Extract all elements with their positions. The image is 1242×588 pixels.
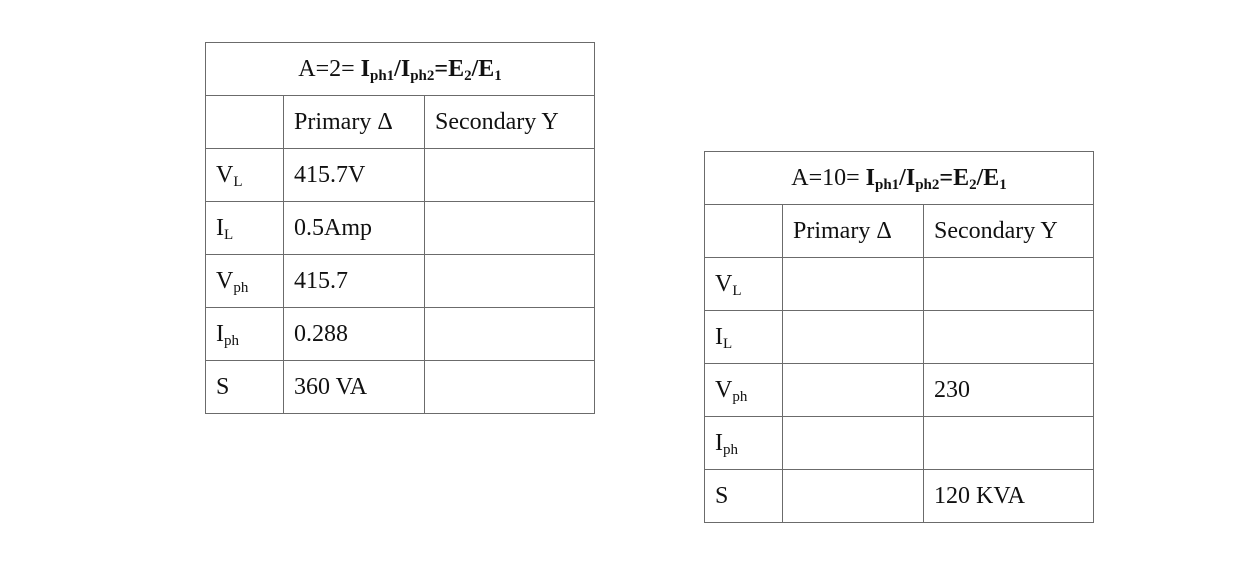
table-row: IL	[704, 310, 1095, 364]
table-header-row: Primary Δ Secondary Y	[704, 204, 1095, 258]
primary-cell: 415.7V	[283, 148, 425, 202]
header-cell-empty	[704, 204, 783, 258]
table-row: VL	[704, 257, 1095, 311]
primary-cell: 415.7	[283, 254, 425, 308]
table-header-row: Primary Δ Secondary Y	[205, 95, 596, 149]
title-formula: Iph1/Iph2=E2/E1	[360, 55, 502, 84]
transformer-table-a2: A=2= Iph1/Iph2=E2/E1 Primary Δ Secondary…	[204, 42, 596, 414]
quantity-cell: Iph	[205, 307, 284, 361]
secondary-cell	[922, 257, 1095, 311]
quantity-cell: VL	[205, 148, 284, 202]
secondary-cell	[423, 201, 596, 255]
primary-cell: 0.5Amp	[283, 201, 425, 255]
header-cell-secondary: Secondary Y	[423, 95, 596, 149]
table-row: Iph	[704, 416, 1095, 470]
primary-cell	[782, 310, 924, 364]
title-prefix: A=2=	[298, 55, 361, 82]
primary-cell	[782, 363, 924, 417]
table-row: Vph 415.7	[205, 254, 596, 308]
table-title: A=2= Iph1/Iph2=E2/E1	[204, 42, 596, 96]
primary-cell: 0.288	[283, 307, 425, 361]
primary-cell	[782, 469, 924, 523]
header-cell-primary: Primary Δ	[283, 95, 425, 149]
table-row: Vph 230	[704, 363, 1095, 417]
title-formula: Iph1/Iph2=E2/E1	[865, 164, 1007, 193]
quantity-cell: Vph	[205, 254, 284, 308]
secondary-cell	[922, 310, 1095, 364]
quantity-cell: IL	[205, 201, 284, 255]
header-cell-empty	[205, 95, 284, 149]
table-row: S 360 VA	[205, 360, 596, 414]
secondary-cell	[423, 148, 596, 202]
quantity-cell: S	[704, 469, 783, 523]
table-row: Iph 0.288	[205, 307, 596, 361]
table-row: VL 415.7V	[205, 148, 596, 202]
table-row: IL 0.5Amp	[205, 201, 596, 255]
header-cell-primary: Primary Δ	[782, 204, 924, 258]
secondary-cell	[423, 307, 596, 361]
header-cell-secondary: Secondary Y	[922, 204, 1095, 258]
table-title-row: A=2= Iph1/Iph2=E2/E1	[204, 42, 596, 96]
primary-cell	[782, 416, 924, 470]
quantity-cell: Iph	[704, 416, 783, 470]
secondary-cell: 120 KVA	[922, 469, 1095, 523]
quantity-cell: Vph	[704, 363, 783, 417]
quantity-cell: S	[205, 360, 284, 414]
table-title: A=10= Iph1/Iph2=E2/E1	[703, 151, 1095, 205]
quantity-cell: IL	[704, 310, 783, 364]
quantity-cell: VL	[704, 257, 783, 311]
secondary-cell	[922, 416, 1095, 470]
transformer-table-a10: A=10= Iph1/Iph2=E2/E1 Primary Δ Secondar…	[703, 151, 1095, 523]
secondary-cell	[423, 254, 596, 308]
table-row: S 120 KVA	[704, 469, 1095, 523]
secondary-cell	[423, 360, 596, 414]
table-title-row: A=10= Iph1/Iph2=E2/E1	[703, 151, 1095, 205]
secondary-cell: 230	[922, 363, 1095, 417]
primary-cell: 360 VA	[283, 360, 425, 414]
title-prefix: A=10=	[791, 164, 866, 191]
primary-cell	[782, 257, 924, 311]
